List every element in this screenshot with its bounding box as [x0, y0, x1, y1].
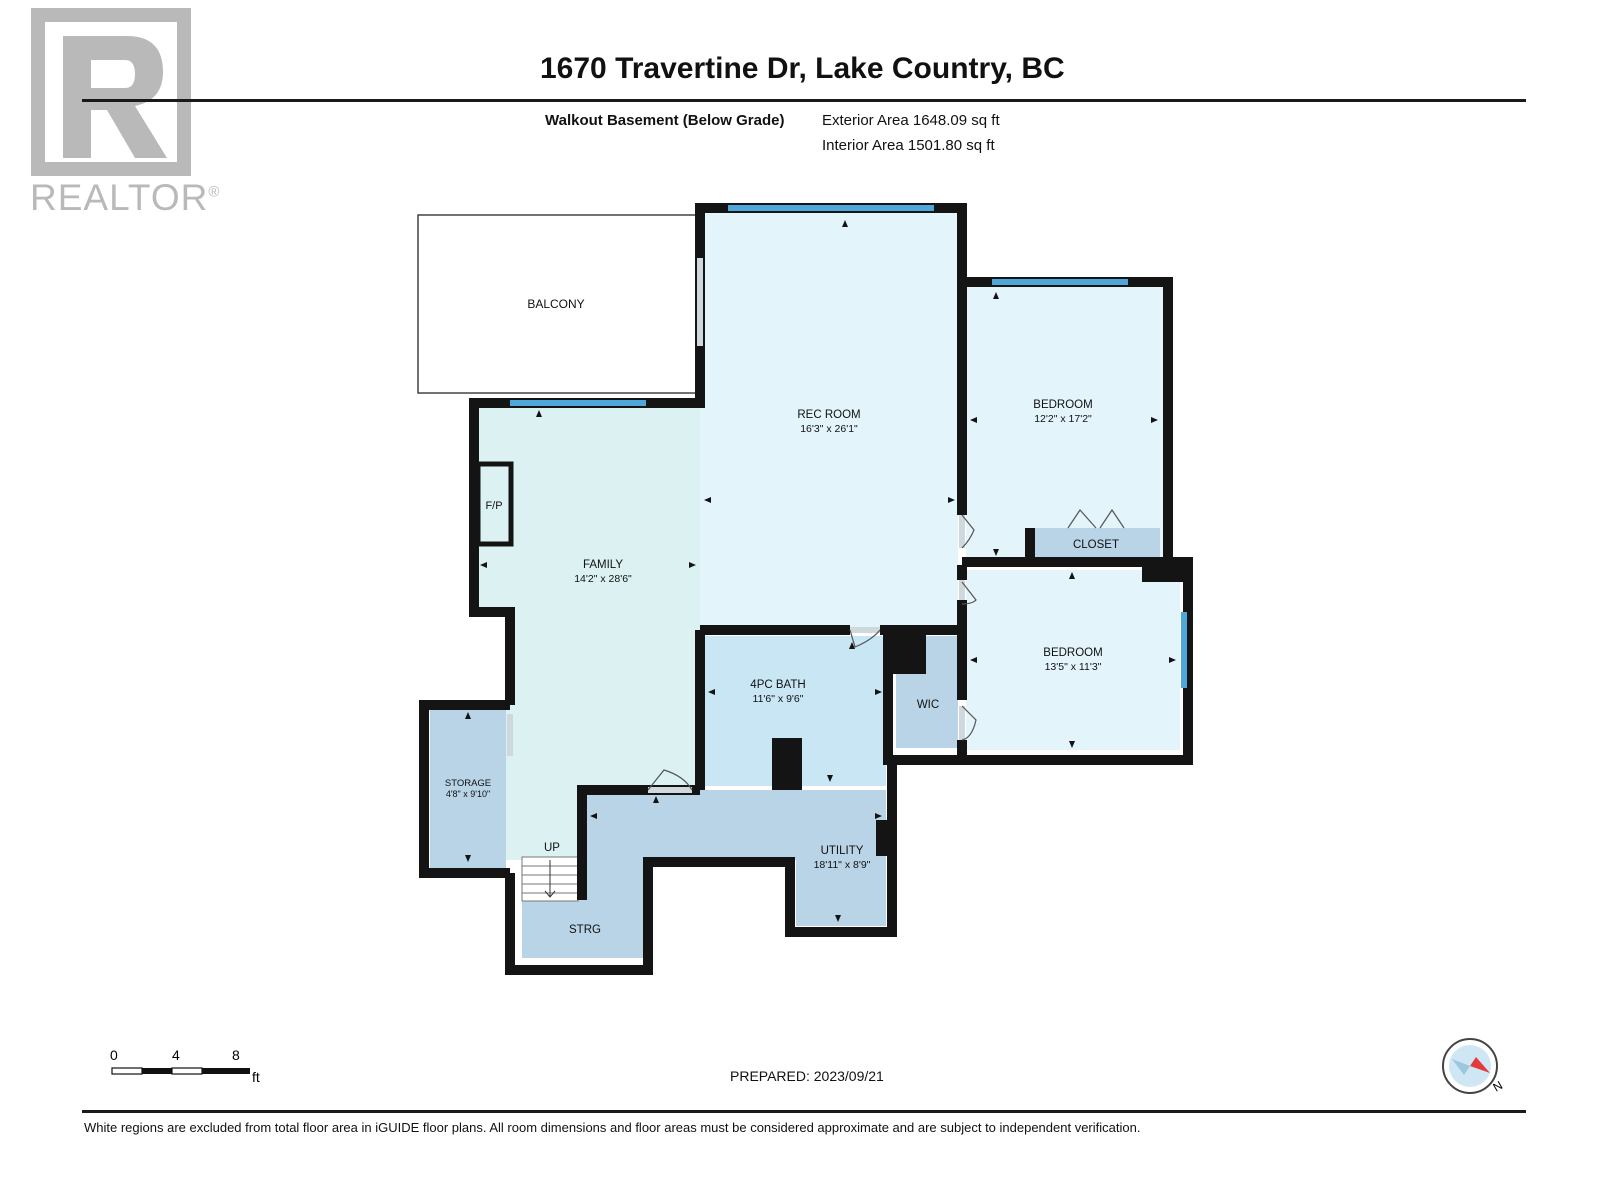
windows [510, 205, 1187, 688]
footer-divider [82, 1110, 1526, 1113]
bedroom-1-dims: 12'2" x 17'2" [1034, 413, 1092, 425]
utility-dims: 18'11" x 8'9" [814, 859, 871, 871]
title-divider [82, 99, 1526, 102]
wall-block [886, 630, 926, 674]
stairs-label: UP [544, 842, 560, 854]
realtor-logo [31, 8, 191, 176]
rec-room-label: REC ROOM [797, 409, 860, 421]
rec-room-area [700, 213, 958, 627]
strg-label: STRG [569, 924, 601, 936]
scale-tick-8: 8 [232, 1048, 240, 1063]
balcony-label: BALCONY [527, 297, 584, 311]
prepared-date: PREPARED: 2023/09/21 [730, 1068, 884, 1084]
scale-tick-0: 0 [110, 1048, 118, 1063]
utility-label: UTILITY [821, 845, 864, 857]
bedroom-1-label: BEDROOM [1033, 399, 1092, 411]
fireplace-label: F/P [485, 500, 502, 512]
storage-label: STORAGE [445, 778, 491, 789]
utility-area [522, 790, 886, 958]
compass-icon: N [1442, 1038, 1506, 1095]
bedroom-2-dims: 13'5" x 11'3" [1045, 661, 1102, 673]
floor-label: Walkout Basement (Below Grade) [545, 112, 785, 129]
dimension-markers [465, 220, 1176, 922]
fireplace-box [475, 461, 514, 547]
closet-label: CLOSET [1073, 539, 1119, 551]
compass-north-label: N [1491, 1078, 1506, 1094]
family-area [474, 405, 700, 860]
exterior-area: Exterior Area 1648.09 sq ft [822, 112, 1000, 129]
wall-block [1142, 558, 1188, 582]
family-label: FAMILY [583, 559, 623, 571]
bedroom-1-area [966, 287, 1163, 559]
rec-room-dims: 16'3" x 26'1" [800, 423, 858, 435]
scale-unit: ft [252, 1069, 260, 1085]
stairs [521, 856, 579, 902]
room-labels: BALCONY REC ROOM 16'3" x 26'1" BEDROOM 1… [445, 297, 1119, 936]
door-openings [507, 258, 965, 793]
storage-dims: 4'8" x 9'10" [446, 789, 490, 799]
closet-area [1033, 528, 1160, 560]
door-swings [647, 508, 1125, 791]
scale-bar: 0 4 8 ft [110, 1048, 260, 1085]
bedroom-2-label: BEDROOM [1043, 647, 1102, 659]
interior-area: Interior Area 1501.80 sq ft [822, 137, 995, 154]
bath-dims: 11'6" x 9'6" [753, 693, 804, 705]
footer-disclaimer: White regions are excluded from total fl… [84, 1120, 1141, 1135]
bedroom-2-area [966, 570, 1180, 750]
scale-tick-4: 4 [172, 1048, 180, 1063]
realtor-wordmark: REALTOR® [30, 177, 221, 218]
storage-area [430, 706, 506, 868]
wic-label: WIC [917, 699, 939, 711]
bath-label: 4PC BATH [750, 679, 805, 691]
wall-block [772, 738, 802, 790]
wall-block [876, 820, 892, 856]
family-dims: 14'2" x 28'6" [574, 573, 632, 585]
